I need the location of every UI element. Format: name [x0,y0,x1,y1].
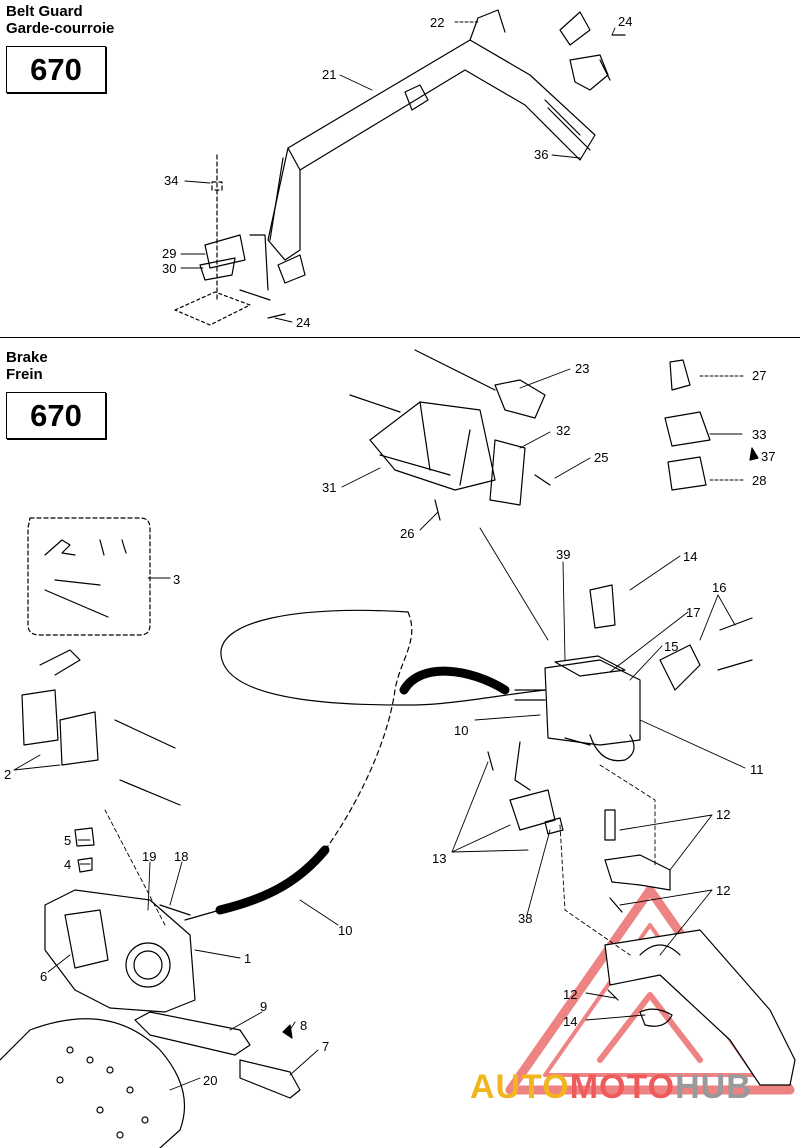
switch-connectors-drawing [664,359,759,491]
callout-2: 2 [4,767,12,782]
brake-lever-drawing [604,809,796,1086]
callout-9: 9 [260,999,268,1014]
callout-31: 31 [322,480,337,495]
brake-hose-drawing [184,609,546,921]
callout-37: 37 [761,449,776,464]
callout-12-middle: 12 [716,883,731,898]
callout-23: 23 [575,361,590,376]
callout-12-lower: 12 [563,987,578,1002]
brake-pads-drawing [21,649,181,806]
brake-model-number: 670 [6,392,106,439]
callout-11: 11 [750,762,764,777]
callout-27: 27 [752,368,767,383]
watermark-logo: AUTOMOTOHUB [470,1068,752,1107]
callout-17: 17 [686,605,701,620]
callout-10-bottom: 10 [338,923,353,938]
callout-19: 19 [142,849,157,864]
callout-32: 32 [556,423,571,438]
callout-26: 26 [400,526,415,541]
brake-light-switch-drawing [487,737,591,835]
callout-14-bottom: 14 [563,1014,578,1029]
section-divider [0,337,800,338]
callout-7: 7 [322,1039,330,1054]
callout-34: 34 [164,173,179,188]
callout-30: 30 [162,261,177,276]
callout-33: 33 [752,427,767,442]
watermark-hub: HUB [675,1068,752,1106]
mount-bracket-bolt-drawing [134,1011,301,1099]
callout-18: 18 [174,849,189,864]
callout-4: 4 [64,857,72,872]
belt-guard-drawing [174,9,626,326]
brake-title-en: Brake [6,349,48,366]
callout-12-upper: 12 [716,807,731,822]
callout-38: 38 [518,911,533,926]
callout-3: 3 [173,572,181,587]
callout-5: 5 [64,833,72,848]
callout-16: 16 [712,580,727,595]
belt-guard-title-fr: Garde-courroie [6,20,115,37]
callout-20: 20 [203,1073,218,1088]
kit-box-drawing [27,517,151,636]
brake-caliper-drawing [44,827,196,1013]
watermark-moto: MOTO [569,1068,676,1106]
watermark-auto: AUTO [470,1068,570,1106]
callout-15: 15 [664,639,679,654]
callout-1: 1 [244,951,252,966]
brake-title-fr: Frein [6,366,43,383]
callout-29: 29 [162,246,177,261]
callout-28: 28 [752,473,767,488]
callout-8: 8 [300,1018,308,1033]
callout-21: 21 [322,67,337,82]
callout-6: 6 [40,969,48,984]
callout-leader-lines [13,21,746,1091]
callout-36: 36 [534,147,549,162]
callout-10-top: 10 [454,723,469,738]
belt-guard-title-en: Belt Guard [6,3,83,20]
brake-fluid-tool-drawing [349,349,546,419]
brake-disc-drawing [0,1018,186,1148]
callout-13: 13 [432,851,447,866]
master-cylinder-drawing [514,584,753,762]
handlebar-mount-drawing [369,401,551,521]
callout-25: 25 [594,450,609,465]
callout-24-top: 24 [618,14,633,29]
callout-14-top: 14 [683,549,698,564]
belt-guard-model-number: 670 [6,46,106,93]
callout-24-bottom: 24 [296,315,311,330]
callout-39: 39 [556,547,571,562]
callout-22: 22 [430,15,445,30]
